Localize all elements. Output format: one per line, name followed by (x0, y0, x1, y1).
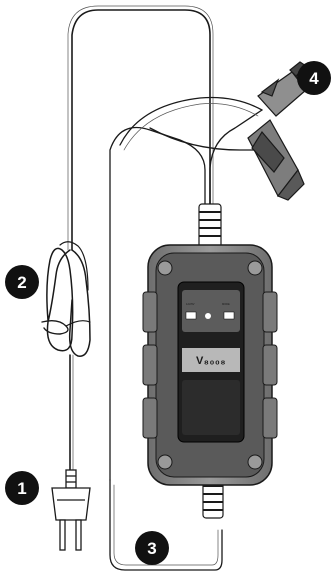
lower-clamp (248, 120, 304, 200)
callout-3-number: 3 (147, 539, 156, 558)
callout-4-number: 4 (309, 69, 319, 88)
callout-2: 2 (5, 265, 39, 299)
brand-label: V₈₀₀₈ (196, 355, 226, 367)
callout-3: 3 (135, 531, 169, 565)
ac-plug (52, 470, 90, 550)
panel-left-caption: 12V/6V (186, 302, 195, 306)
panel-right-caption: MODE (222, 302, 230, 306)
charger-body: 12V/6V MODE V₈₀₀₈ (143, 245, 277, 485)
callout-4: 4 (297, 61, 331, 95)
top-strain-relief (199, 204, 221, 248)
callout-1-number: 1 (17, 479, 26, 498)
callout-1: 1 (5, 471, 39, 505)
callout-2-number: 2 (17, 273, 26, 292)
